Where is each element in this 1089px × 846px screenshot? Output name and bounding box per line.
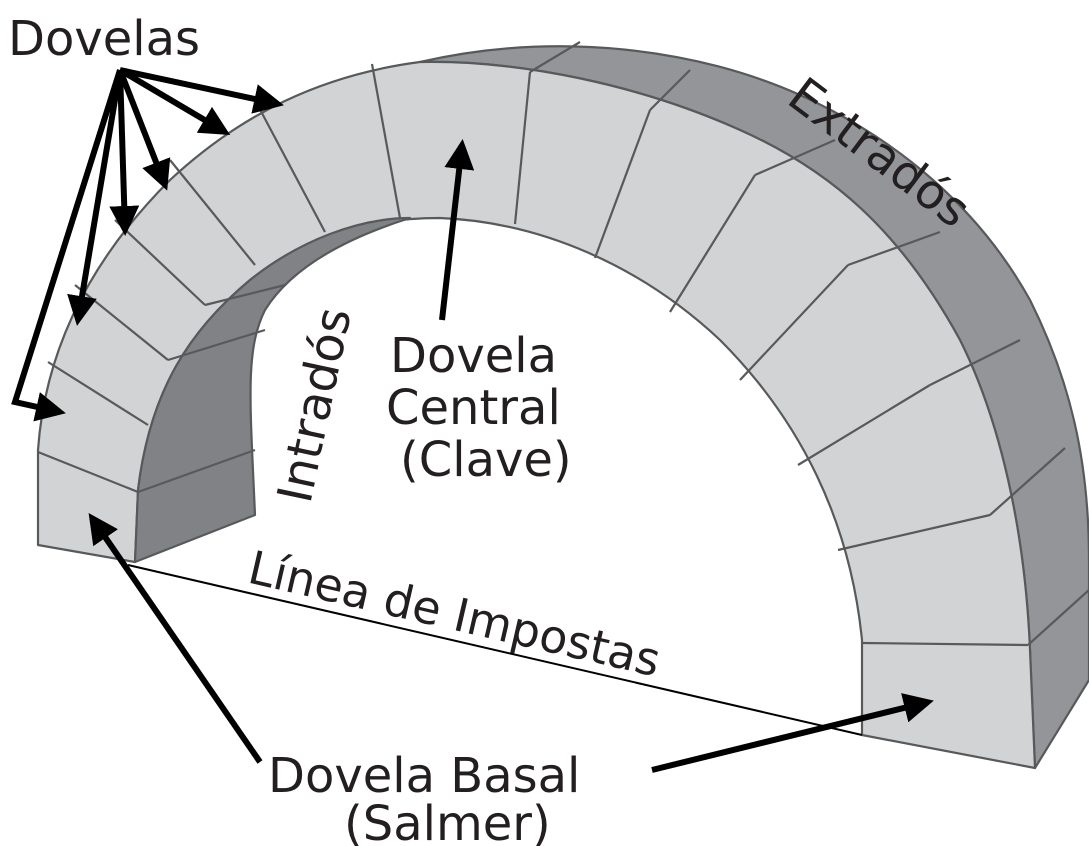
voussoir-joints xyxy=(37,41,1089,647)
label-linea-impostas: Línea de Impostas xyxy=(244,540,666,687)
dovela-basal-line2: (Salmer) xyxy=(344,796,551,846)
dovela-central-line3: (Clave) xyxy=(400,432,572,488)
dovela-central-line2: Central xyxy=(386,380,561,436)
label-dovelas: Dovelas xyxy=(8,11,200,67)
label-intrados: Intradós xyxy=(267,303,363,508)
label-dovela-central: Dovela Central (Clave) xyxy=(386,328,572,488)
salmer-left-arrow xyxy=(88,513,263,764)
intrados-soffit xyxy=(133,216,412,564)
impost-line xyxy=(127,564,863,736)
dovela-basal-line1: Dovela Basal xyxy=(268,748,580,804)
dovela-central-line1: Dovela xyxy=(390,328,557,384)
label-dovela-basal: Dovela Basal (Salmer) xyxy=(268,748,580,846)
dovelas-arrows xyxy=(11,67,284,422)
salmer-right-arrow xyxy=(651,693,934,773)
clave-arrow xyxy=(439,139,475,321)
